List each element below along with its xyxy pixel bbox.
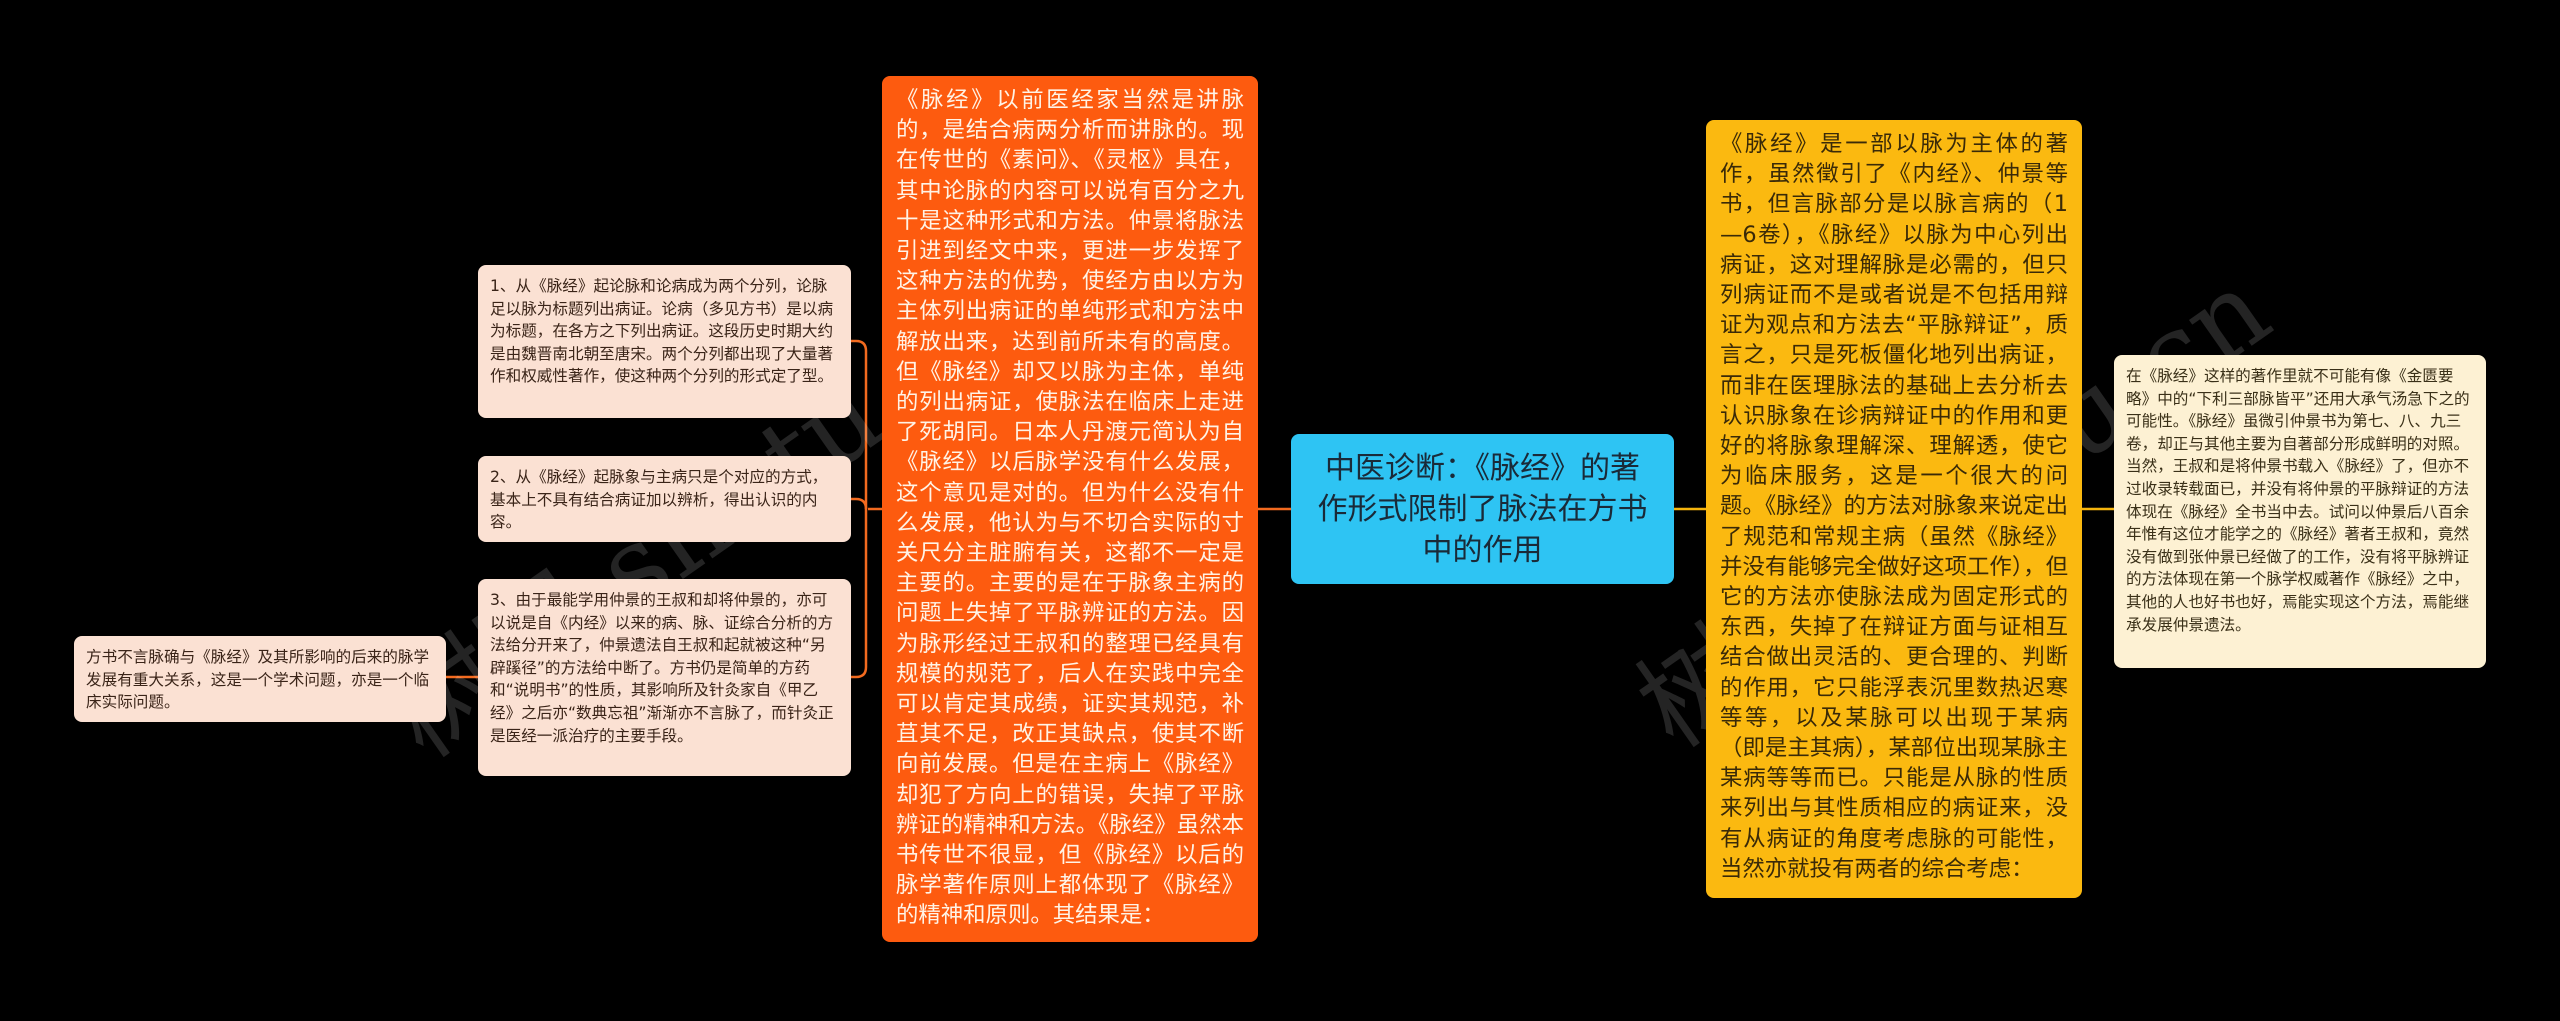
left-grandchild-node[interactable]: 方书不言脉确与《脉经》及其所影响的后来的脉学发展有重大关系，这是一个学术问题，亦… [74, 636, 446, 722]
left-child-text-1: 1、从《脉经》起论脉和论病成为两个分列，论脉足以脉为标题列出病证。论病（多见方书… [490, 277, 834, 386]
root-topic-node[interactable]: 中医诊断：《脉经》的著作形式限制了脉法在方书中的作用 [1291, 434, 1674, 584]
right-branch-node[interactable]: 《脉经》是一部以脉为主体的著作，虽然徵引了《内经》、仲景等书，但言脉部分是以脉言… [1706, 120, 2082, 898]
left-grandchild-text: 方书不言脉确与《脉经》及其所影响的后来的脉学发展有重大关系，这是一个学术问题，亦… [86, 648, 430, 712]
left-child-node-2[interactable]: 2、从《脉经》起脉象与主病只是个对应的方式，基本上不具有结合病证加以辨析，得出认… [478, 456, 851, 542]
root-topic-text: 中医诊断：《脉经》的著作形式限制了脉法在方书中的作用 [1317, 450, 1648, 568]
left-child-node-1[interactable]: 1、从《脉经》起论脉和论病成为两个分列，论脉足以脉为标题列出病证。论病（多见方书… [478, 265, 851, 418]
connector-left-child-2 [851, 497, 868, 510]
left-branch-text: 《脉经》以前医经家当然是讲脉的，是结合病两分析而讲脉的。现在传世的《素问》、《灵… [896, 87, 1244, 929]
right-branch-text: 《脉经》是一部以脉为主体的著作，虽然徵引了《内经》、仲景等书，但言脉部分是以脉言… [1720, 131, 2068, 882]
connector-left-bracket [851, 339, 868, 679]
left-child-text-3: 3、由于最能学用仲景的王叔和却将仲景的，亦可以说是自《内经》以来的病、脉、证综合… [490, 591, 834, 745]
right-child-node[interactable]: 在《脉经》这样的著作里就不可能有像《金匮要略》中的“下利三部脉皆平”还用大承气汤… [2114, 355, 2486, 668]
left-child-node-3[interactable]: 3、由于最能学用仲景的王叔和却将仲景的，亦可以说是自《内经》以来的病、脉、证综合… [478, 579, 851, 776]
right-child-text: 在《脉经》这样的著作里就不可能有像《金匮要略》中的“下利三部脉皆平”还用大承气汤… [2126, 367, 2470, 634]
left-branch-node[interactable]: 《脉经》以前医经家当然是讲脉的，是结合病两分析而讲脉的。现在传世的《素问》、《灵… [882, 76, 1258, 942]
left-child-text-2: 2、从《脉经》起脉象与主病只是个对应的方式，基本上不具有结合病证加以辨析，得出认… [490, 468, 828, 532]
